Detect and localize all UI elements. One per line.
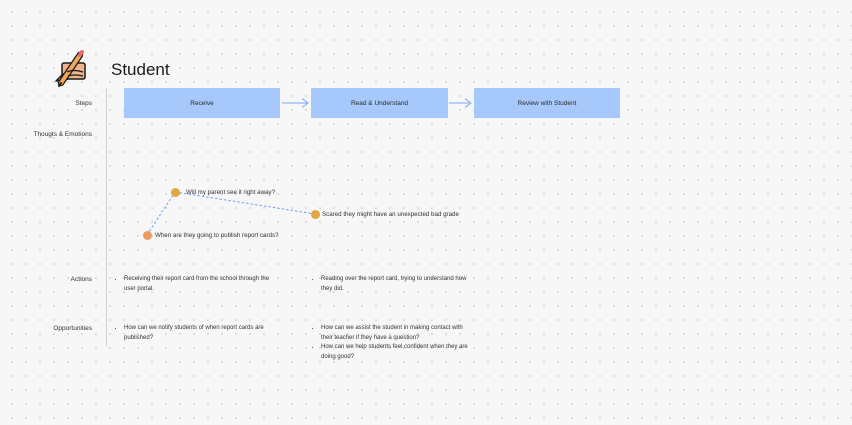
list-item: How can we help students feel confident … (321, 343, 471, 362)
thought-dot[interactable] (171, 188, 180, 197)
step-read-understand[interactable]: Read & Understand (311, 88, 448, 118)
avatar (53, 50, 93, 90)
opportunity-note: How can we notify students of when repor… (114, 324, 284, 343)
thought-text: Will my parent see it right away? (186, 189, 276, 196)
step-receive[interactable]: Receive (124, 88, 280, 118)
list-item: Receiving their report card from the sch… (124, 275, 274, 294)
action-note: Reading over the report card, trying to … (311, 275, 471, 294)
list-item: How can we assist the student in making … (321, 324, 471, 343)
thought-dot[interactable] (311, 210, 320, 219)
opportunity-note: How can we assist the student in making … (311, 324, 471, 362)
list-item: Reading over the report card, trying to … (321, 275, 471, 294)
row-label-thoughts: Thougts & Emotions (33, 131, 92, 138)
persona-title: Student (111, 60, 170, 79)
step-review-with-student[interactable]: Review with Student (474, 88, 620, 118)
thought-text: Scared they might have an unexpected bad… (322, 211, 459, 218)
arrow-icon (282, 98, 309, 108)
thought-text: When are they going to publish report ca… (155, 232, 279, 239)
action-note: Receiving their report card from the sch… (114, 275, 274, 294)
list-item: How can we notify students of when repor… (124, 324, 284, 343)
hand-writing-pencil-icon (55, 50, 86, 87)
thought-dot[interactable] (143, 231, 152, 240)
row-label-steps: Steps (75, 100, 92, 107)
row-label-opportunities: Opportunities (53, 325, 92, 332)
row-label-actions: Actions (70, 276, 92, 283)
row-divider (106, 88, 107, 346)
arrow-icon (449, 98, 472, 108)
